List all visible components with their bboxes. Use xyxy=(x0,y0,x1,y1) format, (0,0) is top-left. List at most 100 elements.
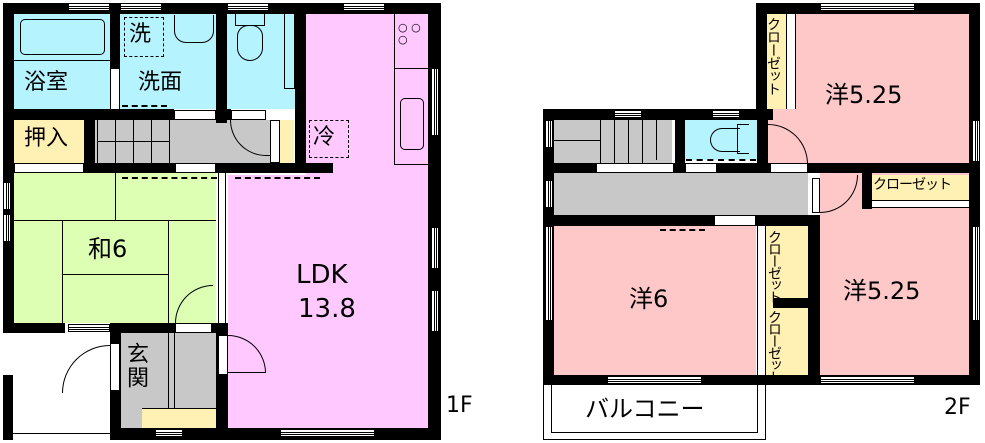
washer-label: 洗 xyxy=(129,22,152,47)
partition xyxy=(218,173,226,323)
window xyxy=(227,3,269,11)
window xyxy=(343,3,385,11)
beam-line xyxy=(122,105,167,107)
wall xyxy=(862,173,872,209)
wall xyxy=(757,110,768,173)
window xyxy=(3,182,11,210)
toilet-bowl xyxy=(237,25,263,61)
wall xyxy=(773,298,808,308)
kitchen-sink xyxy=(400,98,424,150)
toilet-icon-2f xyxy=(710,128,740,152)
western-room-sw xyxy=(554,226,756,375)
window xyxy=(712,110,740,118)
washroom-label: 洗面 xyxy=(138,70,183,95)
wall xyxy=(3,3,14,333)
stairs-landing xyxy=(554,140,600,141)
wall xyxy=(969,3,980,383)
door-swing xyxy=(62,345,110,393)
window xyxy=(972,120,980,162)
beam-line xyxy=(235,177,320,179)
wall xyxy=(3,323,65,333)
tatami-line xyxy=(168,220,169,323)
wall xyxy=(212,323,228,333)
beam-line xyxy=(686,159,756,161)
wall xyxy=(216,109,231,120)
kitchen-counter xyxy=(394,14,428,165)
door-opening[interactable] xyxy=(685,163,717,173)
bath-divider xyxy=(14,60,110,61)
wall xyxy=(14,109,174,120)
wall xyxy=(543,375,980,385)
genkan-label: 玄関 xyxy=(123,342,148,390)
wall xyxy=(84,120,95,173)
wall xyxy=(756,3,767,120)
wall xyxy=(216,3,227,123)
western-room-se-label: 洋5.25 xyxy=(843,277,921,305)
closet-vertical xyxy=(767,14,786,109)
fridge-label: 冷 xyxy=(313,125,336,150)
window xyxy=(545,226,553,321)
floor-label-2f: 2F xyxy=(944,395,971,420)
closet-mid-upper-label: クローゼット xyxy=(766,230,782,302)
toilet-counter xyxy=(284,14,295,89)
ldk-lower xyxy=(228,175,428,428)
sliding-door[interactable] xyxy=(110,68,120,110)
closet-horizontal xyxy=(872,175,969,200)
balcony xyxy=(543,385,766,440)
oshiire-label: 押入 xyxy=(24,126,69,151)
washer-space xyxy=(124,17,164,57)
closet-door[interactable] xyxy=(757,226,766,375)
wall xyxy=(95,163,175,173)
window xyxy=(155,429,183,437)
bathtub xyxy=(20,19,105,55)
window xyxy=(972,226,980,321)
kitchen-divider xyxy=(394,68,428,69)
window xyxy=(545,120,553,148)
hall-2f xyxy=(554,173,808,215)
sliding-door[interactable] xyxy=(14,163,84,173)
window xyxy=(614,110,642,118)
closet-horizontal-label: クローゼット xyxy=(873,177,952,193)
sliding-door[interactable] xyxy=(175,163,216,173)
toilet-tank-2f xyxy=(737,124,749,154)
washroom xyxy=(120,14,216,109)
tatami-line xyxy=(62,274,168,275)
stairs-1f xyxy=(97,120,170,163)
wall xyxy=(110,323,175,333)
ldk-door[interactable] xyxy=(218,335,228,375)
closet-door[interactable] xyxy=(786,14,796,109)
bathroom xyxy=(14,14,110,109)
wall xyxy=(110,3,120,69)
sliding-door[interactable] xyxy=(270,120,280,163)
door-opening[interactable] xyxy=(812,178,820,213)
porch-outline xyxy=(3,433,111,434)
stove-icon: ○ ○ ○ xyxy=(398,21,421,46)
ldk-size-label: 13.8 xyxy=(298,294,356,324)
balcony-label: バルコニー xyxy=(585,395,705,423)
window xyxy=(120,3,162,11)
door-opening[interactable] xyxy=(770,163,808,173)
window xyxy=(68,3,110,11)
window xyxy=(431,227,439,269)
tatami-line xyxy=(115,173,116,220)
stairs-steps xyxy=(600,120,672,168)
ldk-name-label: LDK xyxy=(296,260,348,290)
beam-line xyxy=(122,177,217,179)
front-door[interactable] xyxy=(110,343,120,391)
sliding-door[interactable] xyxy=(174,110,216,120)
bathroom-label: 浴室 xyxy=(24,70,69,95)
western-room-ne-label: 洋5.25 xyxy=(825,81,903,109)
window xyxy=(431,68,439,136)
sliding-door[interactable] xyxy=(231,110,266,120)
western-room-sw-label: 洋6 xyxy=(629,285,669,313)
door-opening[interactable] xyxy=(714,215,756,226)
window xyxy=(280,429,375,437)
door-opening[interactable] xyxy=(596,163,674,173)
sliding-door[interactable] xyxy=(175,323,212,333)
wall xyxy=(554,163,808,173)
closet-door[interactable] xyxy=(872,200,969,208)
floor-label-1f: 1F xyxy=(446,393,473,418)
sink-icon xyxy=(174,15,214,43)
window xyxy=(820,3,915,11)
wall xyxy=(808,163,980,173)
